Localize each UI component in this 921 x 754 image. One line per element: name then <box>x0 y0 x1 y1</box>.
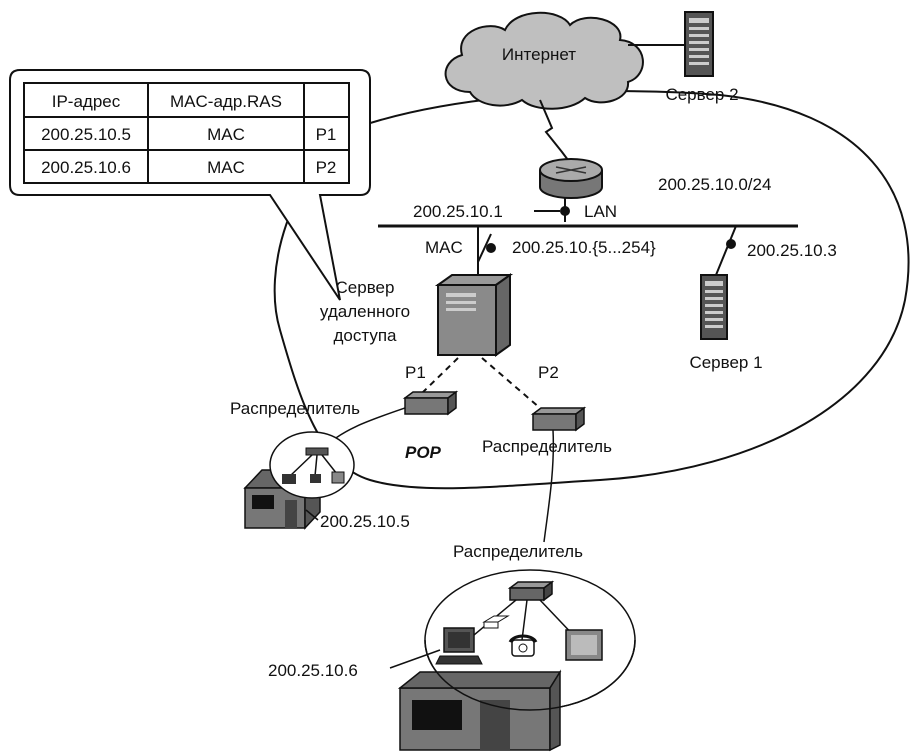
house-bottom-icon <box>397 669 562 752</box>
hub-bottom-icon <box>507 580 555 602</box>
table-cell: MAC <box>207 125 245 144</box>
computer-icon <box>435 627 483 665</box>
mac-label: MAC <box>425 238 463 257</box>
table-cell: P1 <box>316 125 337 144</box>
hub-right-icon <box>530 406 587 432</box>
link-p1 <box>419 357 459 396</box>
ras-port-dot <box>486 243 496 253</box>
isp-boundary <box>273 90 910 490</box>
hub-bottom-label: Распределитель <box>453 542 583 561</box>
ras-table: IP-адрес MAC-адр.RAS 200.25.10.5 MAC P1 … <box>23 82 350 184</box>
ras-server-icon <box>434 273 514 357</box>
server1-ip-label: 200.25.10.3 <box>747 241 837 260</box>
hub-right-label: Распределитель <box>482 437 612 456</box>
ras-label-line3: доступа <box>333 326 397 345</box>
table-cell: 200.25.10.6 <box>41 158 131 177</box>
host-left-zoom <box>269 431 355 499</box>
phone-icon <box>508 634 538 657</box>
ras-label-line1: Сервер <box>336 278 395 297</box>
host-left-ip: 200.25.10.5 <box>320 512 410 531</box>
server1-icon <box>700 274 728 340</box>
link-p2 <box>481 357 541 409</box>
hub-left-label: Распределитель <box>230 399 360 418</box>
router-icon <box>539 158 603 199</box>
server1-port-dot <box>726 239 736 249</box>
modem-icon <box>482 615 510 629</box>
server2-label: Сервер 2 <box>665 85 738 104</box>
link-lan-server1 <box>715 225 737 276</box>
monitor-icon <box>565 629 603 661</box>
internet-cloud: Интернет <box>444 11 644 110</box>
port-p2-label: P2 <box>538 363 559 382</box>
router-port-dot <box>560 206 570 216</box>
subnet-label: 200.25.10.0/24 <box>658 175 771 194</box>
pool-label: 200.25.10.{5...254} <box>512 238 656 257</box>
server2-icon <box>684 11 714 77</box>
server1-label: Сервер 1 <box>689 353 762 372</box>
table-cell: 200.25.10.5 <box>41 125 131 144</box>
link-hubright-hubbottom <box>543 429 555 543</box>
host-left-devices <box>282 447 345 484</box>
ras-label-line2: удаленного <box>320 302 410 321</box>
link-cloud-router <box>539 99 569 161</box>
lan-label: LAN <box>584 202 617 221</box>
table-callout <box>9 69 371 301</box>
table-header-ip: IP-адрес <box>52 92 121 111</box>
router-ip-label: 200.25.10.1 <box>413 202 503 221</box>
table-cell: P2 <box>316 158 337 177</box>
host-bottom-ip: 200.25.10.6 <box>268 661 358 680</box>
table-header-mac: MAC-адр.RAS <box>170 92 282 111</box>
table-cell: MAC <box>207 158 245 177</box>
cloud-label: Интернет <box>502 45 576 64</box>
pop-label: POP <box>405 443 442 462</box>
hub-left-icon <box>402 390 459 416</box>
port-p1-label: P1 <box>405 363 426 382</box>
